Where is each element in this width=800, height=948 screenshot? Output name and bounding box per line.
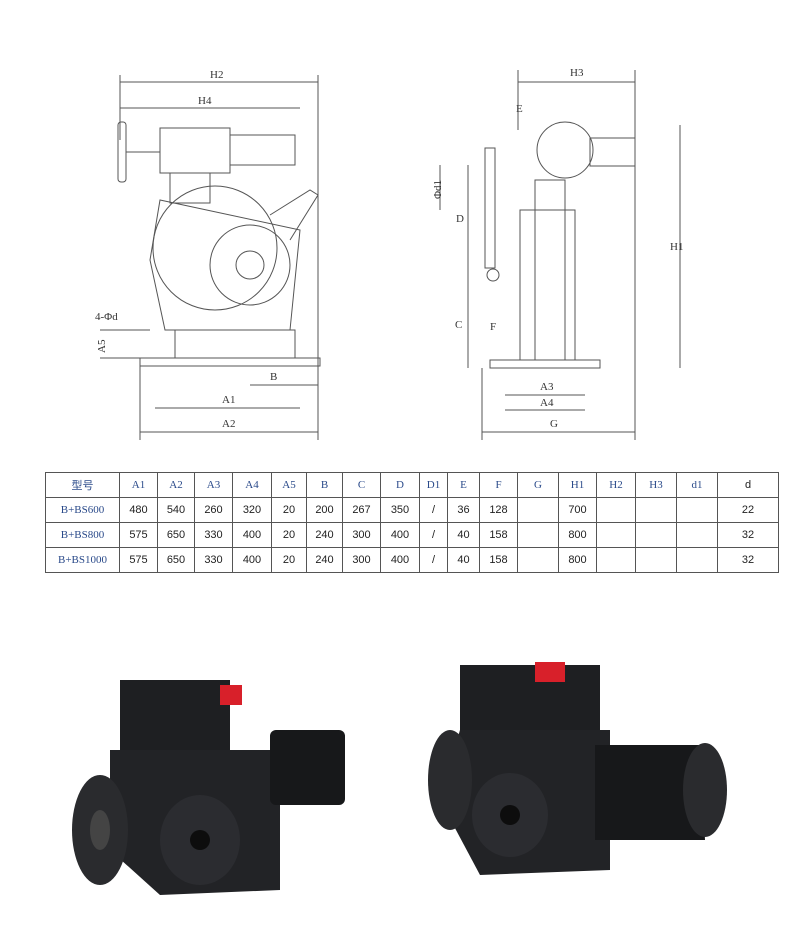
value-cell: 240: [306, 547, 343, 573]
column-header: H2: [596, 472, 636, 498]
column-header: H3: [635, 472, 677, 498]
column-header: A2: [157, 472, 195, 498]
value-cell: 575: [119, 522, 158, 548]
dim-hole: 4-Φd: [95, 311, 118, 323]
value-cell: [517, 497, 559, 523]
value-cell: [676, 547, 718, 573]
value-cell: 240: [306, 522, 343, 548]
value-cell: 40: [447, 547, 480, 573]
value-cell: 32: [717, 522, 779, 548]
column-header: A1: [119, 472, 158, 498]
column-header: d: [717, 472, 779, 498]
dim-a3: A3: [540, 381, 554, 393]
value-cell: 575: [119, 547, 158, 573]
dim-f: F: [490, 321, 496, 333]
dim-h2: H2: [210, 69, 223, 81]
model-cell: B+BS600: [45, 497, 120, 523]
column-header: A4: [232, 472, 272, 498]
value-cell: [596, 497, 636, 523]
product-photo-front: [72, 680, 345, 895]
value-cell: [596, 547, 636, 573]
value-cell: [676, 497, 718, 523]
value-cell: 320: [232, 497, 272, 523]
dim-h3: H3: [570, 67, 584, 79]
side-view-drawing: H3 E Φd1 D H1 C F A3 A4 G: [432, 67, 683, 440]
value-cell: [517, 522, 559, 548]
dim-a1: A1: [222, 394, 235, 406]
value-cell: 400: [380, 547, 420, 573]
value-cell: 267: [342, 497, 381, 523]
dim-c: C: [455, 319, 462, 331]
value-cell: 480: [119, 497, 158, 523]
dim-a5: A5: [96, 339, 108, 353]
value-cell: 300: [342, 522, 381, 548]
value-cell: 700: [558, 497, 597, 523]
value-cell: 20: [271, 497, 307, 523]
dim-h1: H1: [670, 241, 683, 253]
column-header: D: [380, 472, 420, 498]
value-cell: [517, 547, 559, 573]
value-cell: [635, 547, 677, 573]
value-cell: 330: [194, 522, 233, 548]
value-cell: 800: [558, 547, 597, 573]
dim-g: G: [550, 418, 558, 430]
value-cell: 32: [717, 547, 779, 573]
value-cell: 158: [479, 522, 518, 548]
column-header: C: [342, 472, 381, 498]
value-cell: 36: [447, 497, 480, 523]
value-cell: [676, 522, 718, 548]
dim-d: D: [456, 213, 464, 225]
value-cell: 400: [232, 547, 272, 573]
value-cell: /: [419, 497, 448, 523]
value-cell: 128: [479, 497, 518, 523]
column-header: F: [479, 472, 518, 498]
model-cell: B+BS1000: [45, 547, 120, 573]
column-header: G: [517, 472, 559, 498]
value-cell: 800: [558, 522, 597, 548]
value-cell: /: [419, 547, 448, 573]
column-header: d1: [676, 472, 718, 498]
value-cell: 260: [194, 497, 233, 523]
value-cell: 158: [479, 547, 518, 573]
value-cell: [635, 497, 677, 523]
value-cell: 20: [271, 522, 307, 548]
column-header: B: [306, 472, 343, 498]
value-cell: 650: [157, 547, 195, 573]
column-header: 型号: [45, 472, 120, 498]
value-cell: 20: [271, 547, 307, 573]
dim-e: E: [516, 103, 523, 115]
column-header: A5: [271, 472, 307, 498]
value-cell: [596, 522, 636, 548]
product-photo-angled: [428, 662, 727, 875]
dim-a2: A2: [222, 418, 235, 430]
value-cell: 350: [380, 497, 420, 523]
value-cell: 650: [157, 522, 195, 548]
dim-b: B: [270, 371, 277, 383]
column-header: E: [447, 472, 480, 498]
dim-a4: A4: [540, 397, 554, 409]
value-cell: 300: [342, 547, 381, 573]
model-cell: B+BS800: [45, 522, 120, 548]
dim-d1: Φd1: [432, 180, 444, 199]
column-header: A3: [194, 472, 233, 498]
front-view-drawing: H2 H4 4-Φd A5 B A1 A2: [95, 69, 321, 440]
value-cell: 400: [232, 522, 272, 548]
value-cell: 400: [380, 522, 420, 548]
column-header: H1: [558, 472, 597, 498]
value-cell: [635, 522, 677, 548]
value-cell: 200: [306, 497, 343, 523]
value-cell: 330: [194, 547, 233, 573]
value-cell: 40: [447, 522, 480, 548]
value-cell: /: [419, 522, 448, 548]
dim-h4: H4: [198, 95, 212, 107]
column-header: D1: [419, 472, 448, 498]
value-cell: 540: [157, 497, 195, 523]
value-cell: 22: [717, 497, 779, 523]
